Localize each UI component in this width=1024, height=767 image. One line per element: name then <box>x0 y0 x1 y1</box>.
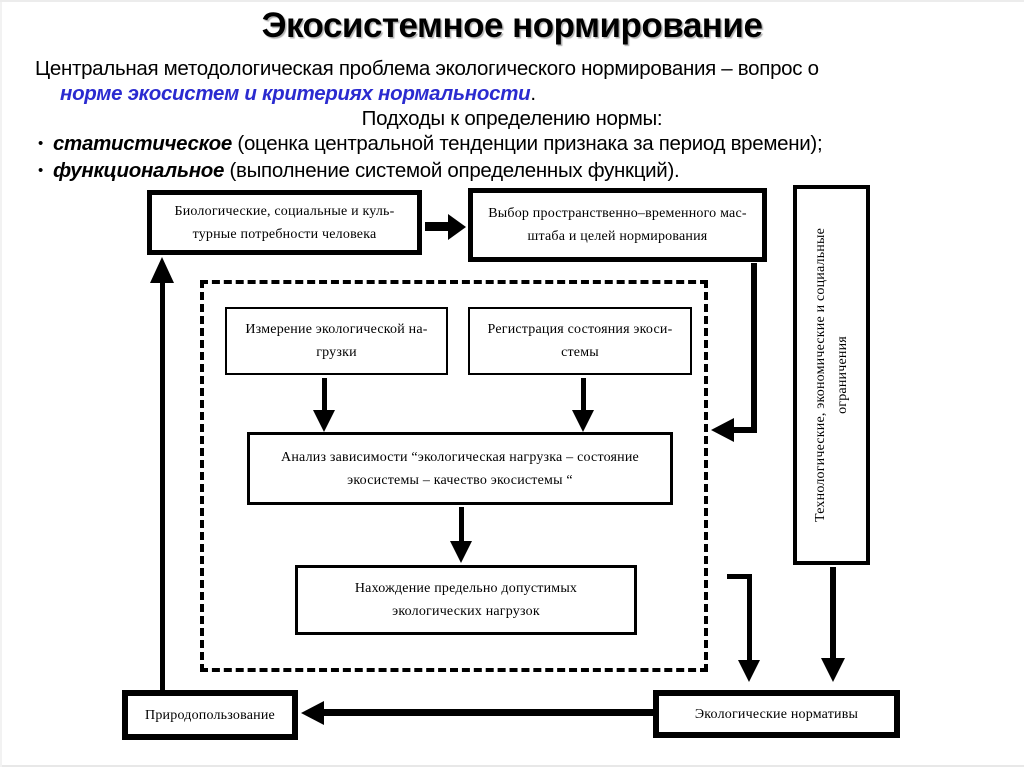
box-dependency-analysis: Анализ зависимости “экологическая нагруз… <box>247 432 673 505</box>
arrow-shaft <box>322 378 327 411</box>
arrow-head-left-icon <box>301 701 324 725</box>
arrow-head-down-icon <box>738 660 760 682</box>
arrow-head-down-icon <box>821 658 845 682</box>
arrow-head-down-icon <box>313 410 335 432</box>
bullet-statistical-term: статистическое <box>52 132 233 155</box>
box-constraints-label: Технологические, экономические и социаль… <box>812 228 850 523</box>
bullet-statistical: • статистическое (оценка центральной тенд… <box>38 132 823 156</box>
box-constraints: Технологические, экономические и социаль… <box>793 185 870 565</box>
arrow-shaft <box>581 378 586 411</box>
bullet-marker: • <box>38 135 43 152</box>
arrow-shaft <box>318 709 653 716</box>
arrow-head-up-icon <box>150 257 174 283</box>
intro-line-2: норме экосистем и критериях нормальности… <box>60 82 536 106</box>
page-title: Экосистемное нормирование <box>261 6 763 45</box>
arrow-head-right-icon <box>448 214 466 240</box>
arrow-shaft <box>160 281 165 690</box>
bullet-marker: • <box>38 162 43 179</box>
approaches-heading: Подходы к определению нормы: <box>361 107 663 130</box>
box-nature-management: Природопользование <box>122 690 298 740</box>
arrow-shaft <box>751 263 757 430</box>
bullet-functional: • функциональное (выполнение системой опр… <box>38 159 680 183</box>
box-ecological-standards: Экологические нормативы <box>653 690 900 738</box>
intro-line-2-emphasis: норме экосистем и критериях нормальности <box>60 82 531 105</box>
box-permissible-loads: Нахождение предельно допустимых экологич… <box>295 565 637 635</box>
arrow-shaft <box>425 222 449 231</box>
box-scale-goals: Выбор пространственно–временного мас- шт… <box>468 188 767 262</box>
arrow-head-down-icon <box>572 410 594 432</box>
arrow-shaft <box>830 567 836 660</box>
box-state-registration: Регистрация состояния экоси- стемы <box>468 307 692 375</box>
arrow-shaft <box>727 574 752 579</box>
box-human-needs: Биологические, социальные и куль- турные… <box>147 190 422 255</box>
intro-line-1: Центральная методологическая проблема эк… <box>35 57 819 80</box>
box-load-measurement: Измерение экологической на- грузки <box>225 307 448 375</box>
arrow-head-left-icon <box>711 418 734 442</box>
arrow-shaft <box>733 427 757 433</box>
bullet-functional-rest: (выполнение системой определенных функци… <box>224 159 680 182</box>
procedure-dashed-frame <box>200 280 708 672</box>
bullet-statistical-rest: (оценка центральной тенденции признака з… <box>232 132 823 155</box>
arrow-shaft <box>459 507 464 542</box>
bullet-functional-term: функциональное <box>52 159 225 182</box>
arrow-head-down-icon <box>450 541 472 563</box>
arrow-shaft <box>747 574 752 662</box>
intro-line-2-period: . <box>530 82 536 105</box>
